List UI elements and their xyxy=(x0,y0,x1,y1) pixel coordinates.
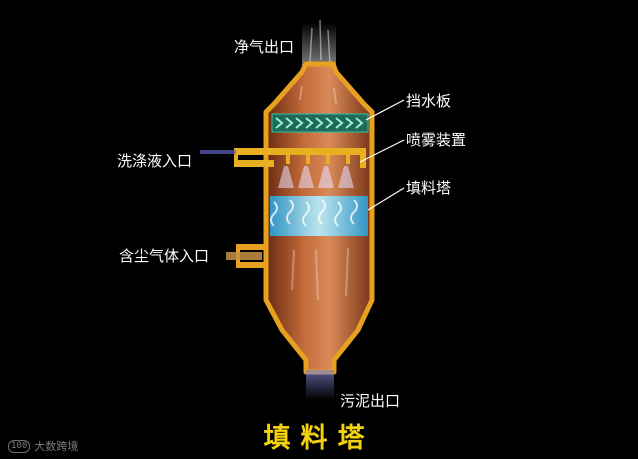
label-dusty-gas-inlet: 含尘气体入口 xyxy=(119,247,210,265)
label-clean-gas-outlet: 净气出口 xyxy=(234,38,295,56)
spray-pipe xyxy=(234,148,366,168)
packing-bed xyxy=(270,196,368,236)
watermark-text: 大数跨境 xyxy=(34,440,79,453)
baffle-plate xyxy=(271,113,369,133)
watermark-logo: 100 xyxy=(8,439,31,453)
label-sludge-outlet: 污泥出口 xyxy=(340,392,401,410)
label-baffle: 挡水板 xyxy=(406,92,452,110)
wash-liquid-stream xyxy=(200,150,236,154)
gas-streaks xyxy=(309,19,331,65)
pointer-lines xyxy=(359,99,405,211)
spray-mist xyxy=(278,166,354,188)
label-wash-liquid-inlet: 洗涤液入口 xyxy=(117,152,193,170)
label-spray-device: 喷雾装置 xyxy=(406,131,467,149)
internal-gas-flow xyxy=(291,85,349,301)
watermark: 100 大数跨境 xyxy=(8,438,78,454)
diagram-title: 填料塔 xyxy=(263,423,375,454)
sludge-outflow xyxy=(306,370,334,400)
label-packed-tower: 填料塔 xyxy=(406,179,452,197)
spray-nozzles xyxy=(286,155,350,164)
dusty-gas-inlet-pipe xyxy=(226,244,268,268)
